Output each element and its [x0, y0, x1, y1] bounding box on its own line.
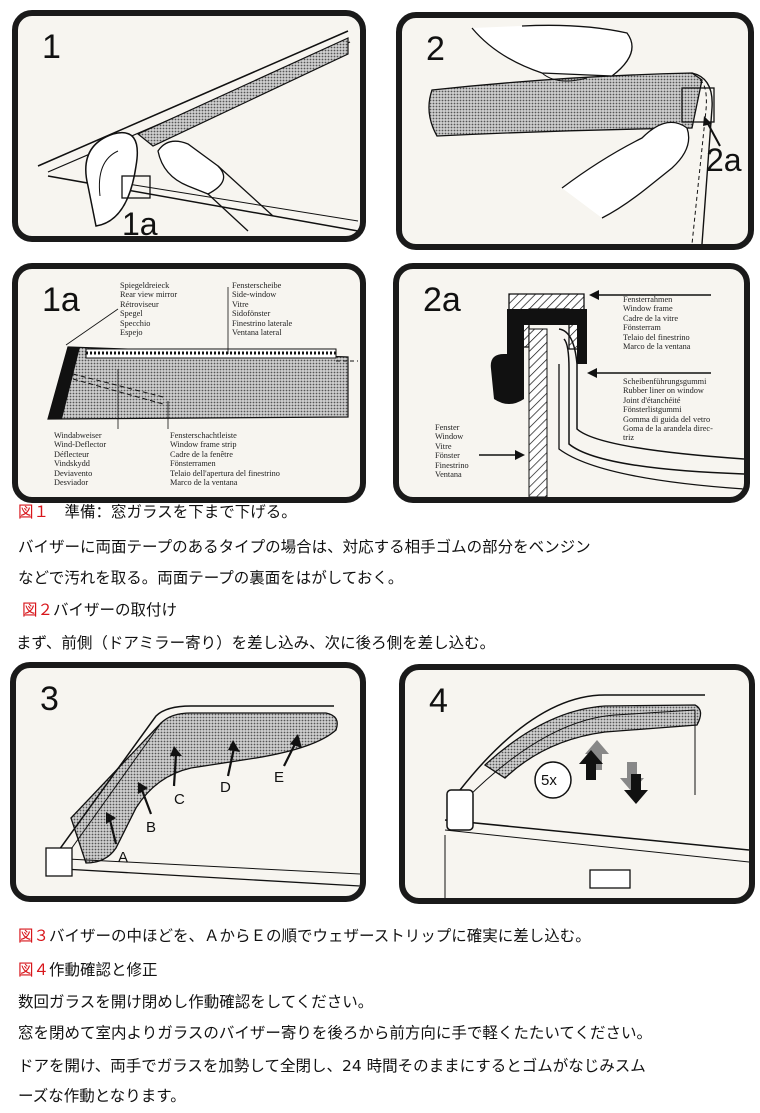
fig3-label: 図３ — [18, 927, 50, 945]
detail-2a-illustration — [479, 290, 744, 497]
fig1-text-line: バイザーに両面テープのあるタイプの場合は、対応する相手ゴムの部分をベンジン — [18, 538, 591, 556]
detail-1a-panel: 1a Spiegeldreieck Rear view mirror Rétro… — [12, 263, 366, 503]
window-label: Fenster Window Vitre Fönster Finestrino … — [435, 423, 469, 480]
step-3-illustration — [45, 705, 360, 887]
side-window-label: Fensterscheibe Side-window Vitre Sidofön… — [232, 281, 293, 338]
detail-number: 2a — [423, 281, 461, 319]
fig4-heading: 図４作動確認と修正 — [18, 960, 158, 980]
fig4-text-line: ドアを開け、両手でガラスを加勢して全閉し、24 時間そのままにするとゴムがなじみ… — [18, 1057, 646, 1075]
window-frame-label: Fensterrahmen Window frame Cadre de la v… — [623, 295, 691, 352]
fig1-title: 準備：窓ガラスを下まで下げる。 — [49, 503, 297, 521]
step-2-panel: 2 2a — [396, 12, 754, 250]
step-1-panel: 1 1a — [12, 10, 366, 242]
fig2-text-line: まず、前側（ドアミラー寄り）を差し込み、次に後ろ側を差し込む。 — [16, 634, 496, 652]
step-3-panel: 3 A B C D E — [10, 662, 366, 902]
mirror-label: Spiegeldreieck Rear view mirror Rétrovis… — [120, 281, 178, 338]
step-number: 1 — [42, 28, 61, 66]
detail-number: 1a — [42, 281, 80, 319]
repeat-badge: 5x — [541, 772, 557, 789]
fig3-text: バイザーの中ほどを、ＡからＥの順でウェザーストリップに確実に差し込む。 — [49, 927, 591, 945]
point-b-label: B — [146, 819, 157, 836]
fig4-text-line: ーズな作動となります。 — [18, 1087, 186, 1105]
point-e-label: E — [274, 769, 285, 786]
step-1-illustration — [37, 30, 359, 232]
fig4-label: 図４ — [18, 961, 50, 979]
fig2-label: 図２ — [22, 601, 54, 619]
fig1-text-line: などで汚れを取る。両面テープの裏面をはがしておく。 — [18, 569, 404, 587]
step-2-illustration — [428, 24, 721, 244]
step-number: 4 — [429, 682, 448, 720]
detail-callout-label: 1a — [122, 206, 158, 242]
fig4-text-line: 数回ガラスを開け閉めし作動確認をしてください。 — [18, 993, 374, 1011]
fig2-title: バイザーの取付け — [53, 601, 178, 619]
point-c-label: C — [174, 791, 185, 808]
fig2-heading: 図２バイザーの取付け — [22, 600, 177, 620]
step-number: 3 — [40, 680, 59, 718]
detail-1a-illustration — [47, 287, 358, 429]
fig1-heading: 図１ 準備：窓ガラスを下まで下げる。 — [18, 502, 297, 522]
fig1-label: 図１ — [18, 503, 50, 521]
fig4-text-line: 窓を閉めて室内よりガラスのバイザー寄りを後ろから前方向に手で軽くたたいてください… — [18, 1024, 652, 1042]
fig4-title: 作動確認と修正 — [49, 961, 158, 979]
point-a-label: A — [118, 849, 129, 866]
point-d-label: D — [220, 779, 231, 796]
detail-callout-label: 2a — [706, 142, 742, 178]
wind-deflector-label: Windabweiser Wind-Deflector Déflecteur V… — [54, 431, 107, 488]
detail-2a-panel: 2a Fensterrahmen Window frame Cadre de l… — [393, 263, 750, 503]
step-number: 2 — [426, 30, 445, 68]
step-4-panel: 4 5x — [399, 664, 755, 904]
fig3-heading: 図３バイザーの中ほどを、ＡからＥの順でウェザーストリップに確実に差し込む。 — [18, 926, 591, 946]
step-4-illustration — [444, 694, 749, 898]
rubber-liner-label: Scheibenführungsgummi Rubber liner on wi… — [623, 377, 713, 443]
window-frame-strip-label: Fensterschachtleiste Window frame strip … — [170, 431, 280, 488]
